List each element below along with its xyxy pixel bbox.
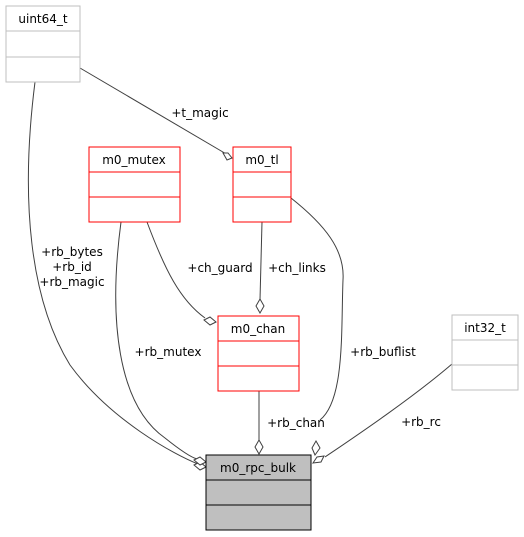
label-rb-rc: +rb_rc bbox=[401, 415, 441, 429]
node-m0-rpc-bulk[interactable]: m0_rpc_bulk bbox=[205, 454, 312, 531]
node-int32-t-label: int32_t bbox=[464, 321, 506, 335]
label-rb-chan: +rb_chan bbox=[267, 416, 325, 430]
node-m0-tl-label: m0_tl bbox=[245, 153, 278, 167]
node-uint64-t-label: uint64_t bbox=[18, 12, 68, 26]
node-m0-chan-label: m0_chan bbox=[231, 322, 286, 336]
label-rb-id: +rb_id bbox=[52, 260, 92, 274]
label-t-magic: +t_magic bbox=[171, 106, 228, 120]
edge-t-magic-diamond bbox=[222, 152, 233, 161]
edge-t-magic bbox=[79, 67, 229, 156]
node-int32-t[interactable]: int32_t bbox=[451, 314, 519, 391]
edge-ch-links-diamond bbox=[255, 297, 265, 315]
node-m0-mutex-label: m0_mutex bbox=[102, 153, 166, 167]
edge-rb-rc bbox=[324, 363, 453, 458]
edge-ch-guard bbox=[146, 221, 206, 319]
edge-ch-links bbox=[259, 221, 263, 301]
edge-rb-chan-diamond bbox=[254, 438, 264, 456]
edge-rb-mutex bbox=[115, 221, 198, 460]
edge-rb-rc-diamond bbox=[311, 455, 325, 464]
edge-rb-bytes bbox=[27, 81, 199, 465]
node-m0-chan[interactable]: m0_chan bbox=[217, 315, 300, 392]
label-ch-links: +ch_links bbox=[268, 261, 326, 275]
edge-rb-mutex-diamond bbox=[193, 456, 207, 466]
label-rb-bytes: +rb_bytes bbox=[41, 245, 103, 259]
label-rb-magic: +rb_magic bbox=[39, 275, 104, 289]
label-rb-buflist: +rb_buflist bbox=[350, 345, 416, 359]
node-m0-rpc-bulk-label: m0_rpc_bulk bbox=[220, 461, 296, 475]
label-ch-guard: +ch_guard bbox=[187, 261, 252, 275]
label-rb-mutex: +rb_mutex bbox=[135, 345, 202, 359]
edge-rb-buflist-diamond bbox=[311, 439, 321, 457]
node-m0-mutex[interactable]: m0_mutex bbox=[88, 146, 181, 223]
edge-rb-buflist bbox=[290, 197, 344, 421]
edge-ch-guard-diamond bbox=[203, 316, 217, 326]
node-uint64-t[interactable]: uint64_t bbox=[5, 5, 81, 83]
node-m0-tl[interactable]: m0_tl bbox=[232, 146, 292, 223]
